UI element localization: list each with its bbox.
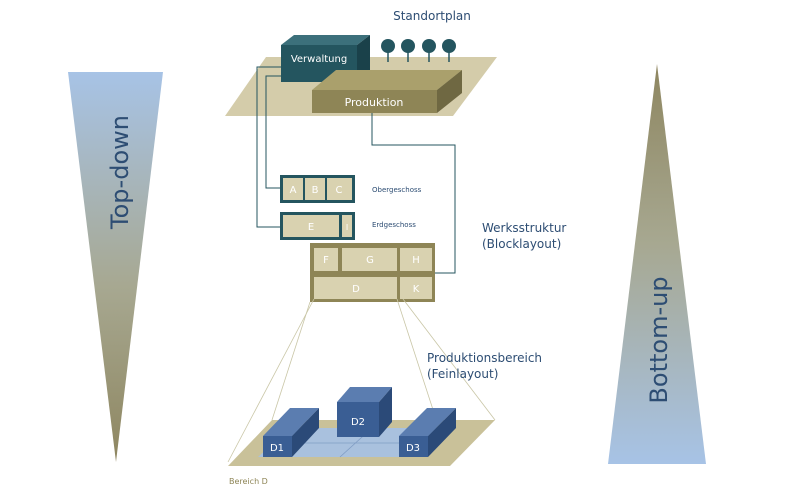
machine-d2-label: D2 <box>351 417 365 428</box>
ground-floor: E I Erdgeschoss <box>280 212 416 240</box>
block-h-label: H <box>412 255 420 266</box>
top-down-wedge <box>68 72 163 462</box>
block-e-label: E <box>308 222 314 233</box>
block-i-label: I <box>346 223 348 232</box>
production-blocks: F G H D K <box>310 243 435 302</box>
block-a-label: A <box>290 185 297 196</box>
machine-d1-label: D1 <box>270 443 284 454</box>
site-plan-title: Standortplan <box>393 9 471 23</box>
projection-lines <box>227 298 496 463</box>
verwaltung-building: Verwaltung <box>281 35 370 82</box>
tree-icon <box>422 39 436 53</box>
fine-layout: Produktionsbereich (Feinlayout) D2 D1 <box>228 351 542 486</box>
bottom-up-arrow: Bottom-up <box>608 64 706 464</box>
block-k-label: K <box>413 284 420 295</box>
produktion-building: Produktion <box>312 70 462 113</box>
upper-floor: A B C Obergeschoss <box>280 175 422 203</box>
block-layout-label-line2: (Blocklayout) <box>482 237 561 251</box>
upper-floor-label: Obergeschoss <box>372 186 422 194</box>
top-down-arrow: Top-down <box>68 72 163 462</box>
block-f <box>314 248 338 271</box>
trees <box>381 39 456 62</box>
ground-floor-label: Erdgeschoss <box>372 221 416 229</box>
block-f-label: F <box>323 255 329 266</box>
block-b-label: B <box>312 185 319 196</box>
block-i <box>342 215 352 237</box>
block-k <box>400 277 432 299</box>
block-e <box>283 215 339 237</box>
block-a <box>283 178 303 200</box>
block-g-label: G <box>366 255 374 266</box>
block-h <box>400 248 432 271</box>
top-down-label: Top-down <box>106 115 134 230</box>
machine-d3-label: D3 <box>406 443 420 454</box>
area-d-label: Bereich D <box>229 477 268 486</box>
block-c <box>327 178 352 200</box>
bottom-up-wedge <box>608 64 706 464</box>
verwaltung-label: Verwaltung <box>291 54 347 65</box>
block-b <box>305 178 325 200</box>
site-plan: Standortplan Verwaltung Produktion <box>225 9 497 116</box>
block-layout: A B C Obergeschoss E I Erdgeschoss F G H… <box>280 175 566 302</box>
connector-lines <box>256 66 456 274</box>
machine-d1: D1 <box>263 408 319 457</box>
block-d-label: D <box>352 284 360 295</box>
tree-icon <box>401 39 415 53</box>
block-d <box>314 277 397 299</box>
block-c-label: C <box>336 185 343 196</box>
tree-icon <box>381 39 395 53</box>
bottom-up-label: Bottom-up <box>645 276 673 403</box>
produktion-label: Produktion <box>345 96 404 109</box>
fine-layout-label-line2: (Feinlayout) <box>427 367 498 381</box>
block-g <box>342 248 397 271</box>
tree-icon <box>442 39 456 53</box>
machine-d3: D3 <box>399 408 456 457</box>
block-layout-label-line1: Werksstruktur <box>482 221 566 235</box>
fine-layout-label-line1: Produktionsbereich <box>427 351 542 365</box>
machine-d2: D2 <box>337 387 392 437</box>
